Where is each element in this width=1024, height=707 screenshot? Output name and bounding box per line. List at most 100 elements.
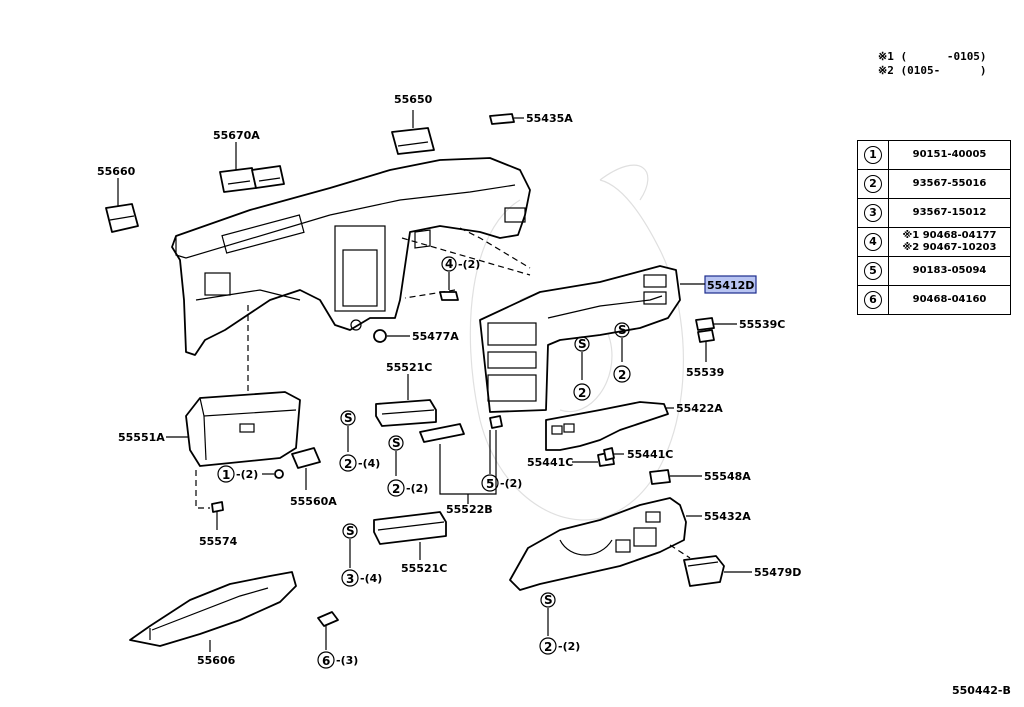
s-mark-5: S: [544, 593, 553, 607]
callout-3-num: 3: [346, 572, 354, 586]
label-55670A: 55670A: [213, 129, 260, 142]
part-55539C-switch: 55539C: [695, 317, 785, 331]
callout-s-cluster-a: S 2: [573, 336, 591, 401]
table-row: 1 90151-40005: [857, 140, 1011, 170]
row-number: 6: [864, 291, 882, 309]
part-55660-vent: 55660: [97, 165, 139, 233]
part-55539-switch: 55539: [686, 329, 724, 379]
callout-3-qty: -(4): [360, 572, 382, 585]
callout-2-cluster-a-num: 2: [578, 386, 586, 400]
callout-1-qty: -(2): [236, 468, 258, 481]
part-55435A-clip: 55435A: [489, 112, 573, 125]
part-55650-vent: 55650: [391, 93, 435, 155]
callout-2-lower-qty: -(2): [558, 640, 580, 653]
callout-5-qty: -(2): [500, 477, 522, 490]
label-55539: 55539: [686, 366, 724, 379]
row-number: 4: [864, 233, 882, 251]
label-55548A: 55548A: [704, 470, 751, 483]
legend-line-1: ※1 ( -0105): [878, 50, 987, 63]
label-55441C-left: 55441C: [527, 456, 573, 469]
callout-3: S 3 -(4): [341, 523, 382, 587]
callout-1-num: 1: [222, 468, 230, 482]
callout-4-top: 4 -(2): [439, 256, 480, 301]
table-row: 3 93567-15012: [857, 198, 1011, 228]
part-code: 93567-15012: [888, 198, 1011, 228]
part-55432A-lower-panel: 55432A: [509, 497, 751, 591]
part-55606-under-cover: 55606: [129, 571, 297, 667]
part-code: ※1 90468-04177: [902, 230, 997, 241]
part-55548A-cover: 55548A: [649, 469, 751, 485]
label-55522B: 55522B: [446, 503, 493, 516]
figure-number: 550442-B: [952, 684, 1011, 697]
s-mark-1: S: [578, 337, 587, 351]
part-code: 93567-55016: [888, 169, 1011, 199]
legend-line-2: ※2 (0105- ): [878, 64, 987, 77]
fastener-table: 1 90151-40005 2 93567-55016 3 93567-1501…: [857, 140, 1011, 315]
callout-2-left-num: 2: [344, 457, 352, 471]
part-55551A-glove-box: 55551A: [118, 391, 301, 467]
part-code: 90468-04160: [888, 285, 1011, 315]
label-55435A: 55435A: [526, 112, 573, 125]
dashboard-panel: [171, 157, 531, 395]
part-55441C-switch: 55441C 55441C: [527, 447, 673, 469]
table-row: 5 90183-05094: [857, 256, 1011, 286]
part-55560A-latch: 55560A: [290, 447, 337, 508]
row-number: 1: [864, 146, 882, 164]
label-55412D[interactable]: 55412D: [707, 279, 754, 292]
table-row: 2 93567-55016: [857, 169, 1011, 199]
s-mark-4: S: [392, 436, 401, 450]
callout-6-num: 6: [322, 654, 330, 668]
callout-2-left-qty: -(4): [358, 457, 380, 470]
table-row: 4 ※1 90468-04177 ※2 90467-10203: [857, 227, 1011, 257]
part-55477A-clip: 55477A: [373, 329, 459, 343]
row-number: 5: [864, 262, 882, 280]
callout-2-mid: S 2 -(2): [387, 435, 428, 497]
callout-1-glove: 1 -(2): [195, 465, 284, 509]
callout-2-mid-qty: -(2): [406, 482, 428, 495]
label-55477A: 55477A: [412, 330, 459, 343]
label-55574: 55574: [199, 535, 238, 548]
label-55551A: 55551A: [118, 431, 165, 444]
part-55574-screw: 55574: [199, 501, 238, 548]
s-mark-2: S: [618, 323, 627, 337]
part-55412D-cluster-panel: 55412D: [479, 265, 757, 413]
part-55422A-trim: 55422A: [545, 401, 723, 451]
callout-2-lower: S 2 -(2): [539, 592, 580, 655]
callout-s-cluster-b: S 2: [613, 322, 631, 383]
label-55479D: 55479D: [754, 566, 801, 579]
callout-6-qty: -(3): [336, 654, 358, 667]
callout-4-qty: -(2): [458, 258, 480, 271]
label-55521C-lower: 55521C: [401, 562, 447, 575]
part-55521C-upper: 55521C: [375, 361, 437, 427]
callout-6: 6 -(3): [317, 611, 358, 669]
label-55432A: 55432A: [704, 510, 751, 523]
label-55650: 55650: [394, 93, 433, 106]
label-55560A: 55560A: [290, 495, 337, 508]
label-55539C: 55539C: [739, 318, 785, 331]
part-code: 90183-05094: [888, 256, 1011, 286]
callout-5-num: 5: [486, 477, 494, 491]
label-55521C-upper: 55521C: [386, 361, 432, 374]
label-55422A: 55422A: [676, 402, 723, 415]
part-55522B-plate: 55522B: [419, 415, 503, 516]
part-55670A-vents: 55670A: [213, 129, 285, 193]
s-mark-6: S: [346, 524, 355, 538]
part-code: ※2 90467-10203: [902, 242, 997, 253]
s-mark-3: S: [344, 411, 353, 425]
table-row: 6 90468-04160: [857, 285, 1011, 315]
callout-4-num: 4: [445, 257, 453, 271]
row-number: 3: [864, 204, 882, 222]
callout-2-mid-num: 2: [392, 482, 400, 496]
callout-2-lower-num: 2: [544, 640, 552, 654]
note-legend: ※1 ( -0105) ※2 (0105- ): [878, 50, 987, 78]
label-55660: 55660: [97, 165, 136, 178]
callout-2-cluster-b-num: 2: [618, 368, 626, 382]
label-55606: 55606: [197, 654, 236, 667]
row-number: 2: [864, 175, 882, 193]
part-55521C-lower: 55521C: [373, 511, 447, 575]
callout-2-left: S 2 -(4): [339, 410, 380, 472]
part-code: 90151-40005: [888, 140, 1011, 170]
label-55441C-right: 55441C: [627, 448, 673, 461]
part-55479D-box: 55479D: [669, 544, 801, 587]
